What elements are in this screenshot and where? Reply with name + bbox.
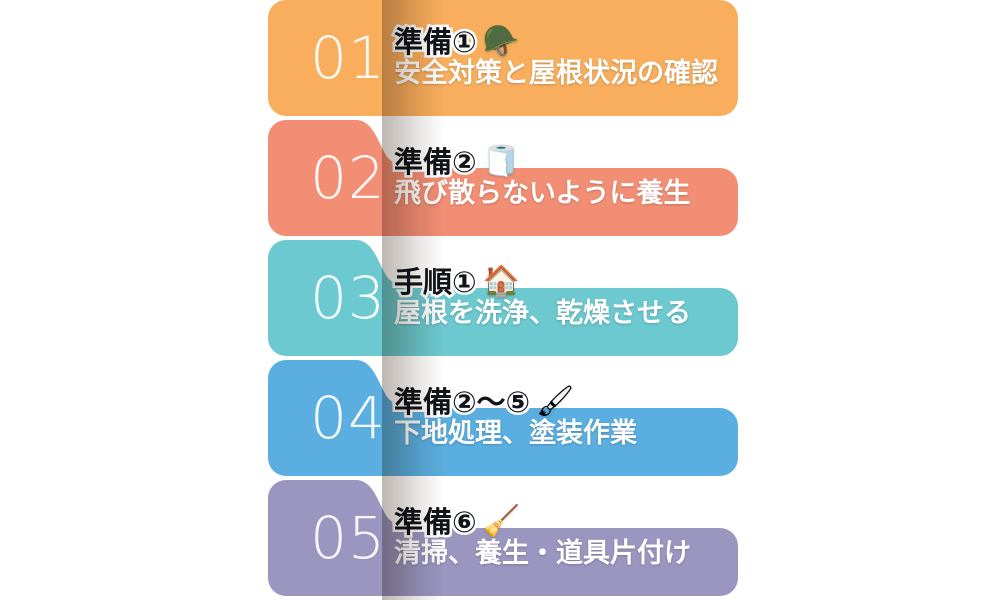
step-content-05: 準備⑥ 🧹 清掃、養生・道具片付け <box>392 504 732 569</box>
step-subtitle-04: 下地処理、塗装作業 <box>394 417 637 449</box>
step-row-05[interactable]: 05 準備⑥ 🧹 清掃、養生・道具片付け <box>268 480 738 596</box>
step-number-04: 04 <box>310 384 386 452</box>
step-card-shape <box>268 240 738 356</box>
step-heading-05: 準備⑥ 🧹 <box>392 504 732 539</box>
step-card-shape <box>268 360 738 476</box>
step-subtitle-02: 飛び散らないように養生 <box>394 177 691 209</box>
step-number-05: 05 <box>310 504 386 572</box>
step-row-03[interactable]: 03 手順① 🏠 屋根を洗浄、乾燥させる <box>268 240 738 356</box>
hard-hat-icon: 🪖 <box>482 24 520 58</box>
step-list: 01 準備① 🪖 安全対策と屋根状況の確認 02 準備② 🧻 飛び散らないように <box>268 0 738 600</box>
step-subtitle-01: 安全対策と屋根状況の確認 <box>394 57 718 89</box>
step-number-01: 01 <box>310 24 386 92</box>
step-title-01: 準備① <box>392 24 480 59</box>
step-title-03: 手順① <box>392 264 480 299</box>
step-row-01[interactable]: 01 準備① 🪖 安全対策と屋根状況の確認 <box>268 0 738 116</box>
step-heading-01: 準備① 🪖 <box>392 24 732 59</box>
cleaning-supplies-icon: 🧹 <box>482 504 520 538</box>
step-card-path-05 <box>268 480 738 596</box>
step-number-02: 02 <box>310 144 386 212</box>
masking-tape-roll-icon: 🧻 <box>482 144 520 178</box>
step-content-02: 準備② 🧻 飛び散らないように養生 <box>392 144 732 209</box>
step-row-04[interactable]: 04 準備②〜⑤ 🖌 下地処理、塗装作業 <box>268 360 738 476</box>
step-card-path-02 <box>268 120 738 236</box>
step-content-03: 手順① 🏠 屋根を洗浄、乾燥させる <box>392 264 732 329</box>
paint-roller-icon: 🖌 <box>536 384 575 418</box>
step-title-05: 準備⑥ <box>392 504 480 539</box>
step-subtitle-05: 清掃、養生・道具片付け <box>394 537 691 569</box>
step-title-02: 準備② <box>392 144 480 179</box>
step-content-04: 準備②〜⑤ 🖌 下地処理、塗装作業 <box>391 384 732 449</box>
pressure-washer-house-icon: 🏠 <box>482 264 520 298</box>
step-heading-04: 準備②〜⑤ 🖌 <box>391 384 732 419</box>
step-subtitle-03: 屋根を洗浄、乾燥させる <box>394 297 691 329</box>
step-card-path-04 <box>268 360 738 476</box>
step-card-path-03 <box>268 240 738 356</box>
step-card-shape <box>268 0 738 116</box>
step-card-shape <box>268 120 738 236</box>
step-card-path-01 <box>268 0 738 116</box>
step-card-shape <box>268 480 738 596</box>
step-heading-03: 手順① 🏠 <box>392 264 732 299</box>
step-row-02[interactable]: 02 準備② 🧻 飛び散らないように養生 <box>268 120 738 236</box>
step-heading-02: 準備② 🧻 <box>392 144 732 179</box>
step-number-03: 03 <box>310 264 386 332</box>
step-content-01: 準備① 🪖 安全対策と屋根状況の確認 <box>392 24 732 89</box>
step-title-04: 準備②〜⑤ <box>391 384 532 419</box>
